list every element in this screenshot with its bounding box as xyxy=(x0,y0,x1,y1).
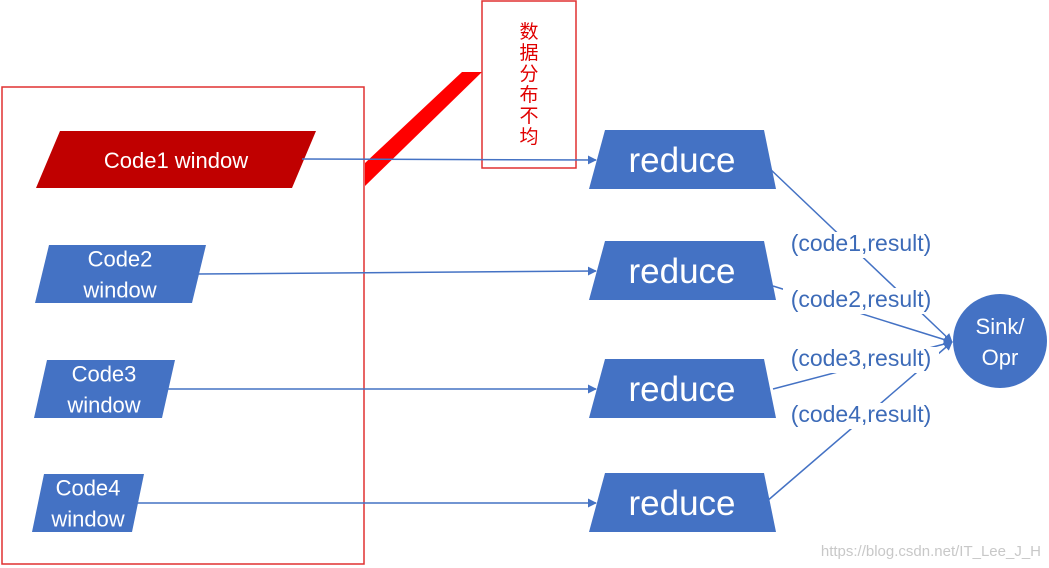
window-shape-2 xyxy=(35,245,206,303)
window-label-3-line-2: window xyxy=(66,393,140,418)
window-label-2-line-1: Code2 xyxy=(88,247,153,272)
sink-node xyxy=(953,294,1047,388)
window-label-3-line-1: Code3 xyxy=(72,362,137,387)
result-label-bg-3 xyxy=(783,347,939,373)
watermark-text: https://blog.csdn.net/IT_Lee_J_H xyxy=(821,543,1041,560)
window-label-2-line-2: window xyxy=(82,278,156,303)
window-label-1-line-1: Code1 window xyxy=(104,148,248,173)
window-group-frame xyxy=(1,86,365,565)
window-label-4-line-1: Code4 xyxy=(56,476,121,501)
window-shape-1 xyxy=(36,131,316,188)
skew-note-char-6: 均 xyxy=(519,126,538,148)
reduce-shape-1 xyxy=(589,130,776,189)
result-label-2: (code2,result) xyxy=(791,286,932,312)
window-shape-3 xyxy=(34,360,175,418)
result-label-bg-1 xyxy=(783,232,939,258)
sink-label-line-2: Opr xyxy=(982,345,1019,370)
callout-stripe xyxy=(365,72,482,186)
skew-note-char-2: 据 xyxy=(519,42,538,64)
reduce-label-1: reduce xyxy=(628,141,735,180)
result-label-bg-4 xyxy=(783,403,939,429)
reduce-label-3: reduce xyxy=(628,370,735,409)
reduce-label-4: reduce xyxy=(628,484,735,523)
skew-note-char-1: 数 xyxy=(519,21,538,43)
reduce-shape-3 xyxy=(589,359,776,418)
skew-note-char-5: 不 xyxy=(519,105,538,127)
result-label-4: (code4,result) xyxy=(791,401,932,427)
result-label-1: (code1,result) xyxy=(791,230,932,256)
skew-note-char-4: 布 xyxy=(519,84,538,106)
arrow-window2-to-reduce2 xyxy=(196,266,597,276)
window-label-4-line-2: window xyxy=(50,507,124,532)
arrow-window1-to-reduce1 xyxy=(301,155,597,165)
reduce-shape-4 xyxy=(589,473,776,532)
skew-note-char-3: 分 xyxy=(519,63,538,85)
result-label-bg-2 xyxy=(783,288,939,314)
reduce-label-2: reduce xyxy=(628,252,735,291)
reduce-shape-2 xyxy=(589,241,776,300)
result-label-3: (code3,result) xyxy=(791,345,932,371)
sink-label-line-1: Sink/ xyxy=(976,314,1026,339)
window-shape-4 xyxy=(32,474,144,532)
skew-note-box xyxy=(481,0,577,169)
